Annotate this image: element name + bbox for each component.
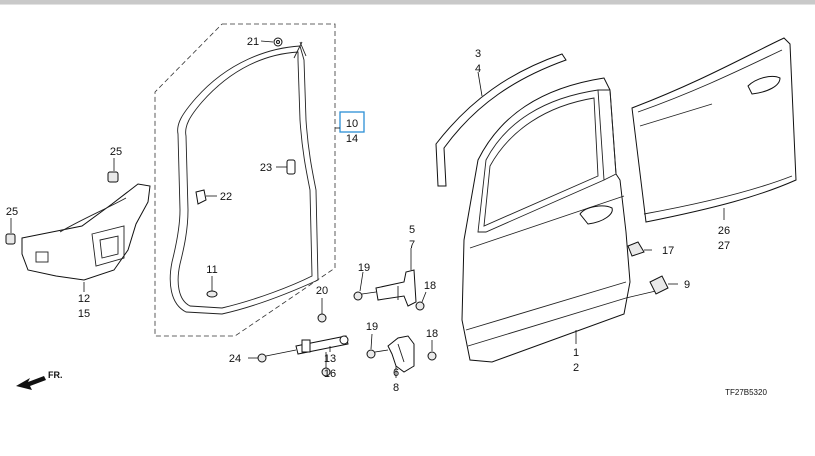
callout-17: 17 (662, 245, 674, 257)
callout-5: 5 (409, 224, 415, 236)
callout-10-highlight (339, 111, 365, 133)
sash-molding (435, 53, 567, 187)
callout-4: 4 (475, 63, 481, 75)
callout-15: 15 (78, 308, 90, 320)
upper-hinge (375, 248, 417, 307)
callout-19-lower: 19 (366, 321, 378, 333)
clip-21 (260, 37, 283, 47)
bolt-19-lower (366, 333, 389, 359)
callout-6: 6 (393, 367, 399, 379)
callout-10: 10 (346, 118, 358, 130)
bolt-18-lower (427, 340, 437, 361)
bolt-19-upper (353, 271, 377, 301)
sealing-panel (21, 183, 151, 292)
diagram-code: TF27B5320 (725, 388, 767, 397)
callout-25-lower: 25 (6, 206, 18, 218)
callout-18-lower: 18 (426, 328, 438, 340)
callout-9: 9 (684, 279, 690, 291)
front-direction-label: FR. (48, 370, 63, 380)
callout-25-upper: 25 (110, 146, 122, 158)
callout-21: 21 (247, 36, 259, 48)
group-outline (154, 23, 336, 337)
callout-13: 13 (324, 353, 336, 365)
callout-18-upper: 18 (424, 280, 436, 292)
door-checker (295, 298, 349, 377)
stopper-9 (649, 275, 678, 295)
clip-11 (206, 276, 218, 298)
callout-16: 16 (324, 368, 336, 380)
callout-14: 14 (346, 133, 358, 145)
callout-8: 8 (393, 382, 399, 394)
callout-19-upper: 19 (358, 262, 370, 274)
top-rule-shadow (0, 4, 815, 5)
callout-27: 27 (718, 240, 730, 252)
clip-25-lower (5, 218, 16, 245)
bolt-18-upper (415, 291, 427, 311)
callout-1: 1 (573, 347, 579, 359)
stopper-17 (627, 241, 652, 257)
callout-11: 11 (206, 264, 217, 276)
holder-23 (276, 159, 296, 175)
callout-12: 12 (78, 293, 90, 305)
holder-22 (195, 189, 217, 205)
door-outer-skin (631, 37, 797, 223)
callout-24: 24 (229, 353, 241, 365)
clip-25-upper (107, 158, 119, 183)
callout-26: 26 (718, 225, 730, 237)
door-panel-assembly (461, 77, 661, 363)
bolt-24 (248, 349, 297, 363)
callout-2: 2 (573, 362, 579, 374)
top-rule (0, 0, 815, 4)
callout-22: 22 (220, 191, 232, 203)
front-direction-arrow (16, 376, 46, 390)
callout-20: 20 (316, 285, 328, 297)
door-weatherstrip (169, 41, 319, 315)
lower-hinge (387, 335, 415, 378)
callout-23: 23 (260, 162, 272, 174)
callout-7: 7 (409, 239, 415, 251)
callout-3: 3 (475, 48, 481, 60)
